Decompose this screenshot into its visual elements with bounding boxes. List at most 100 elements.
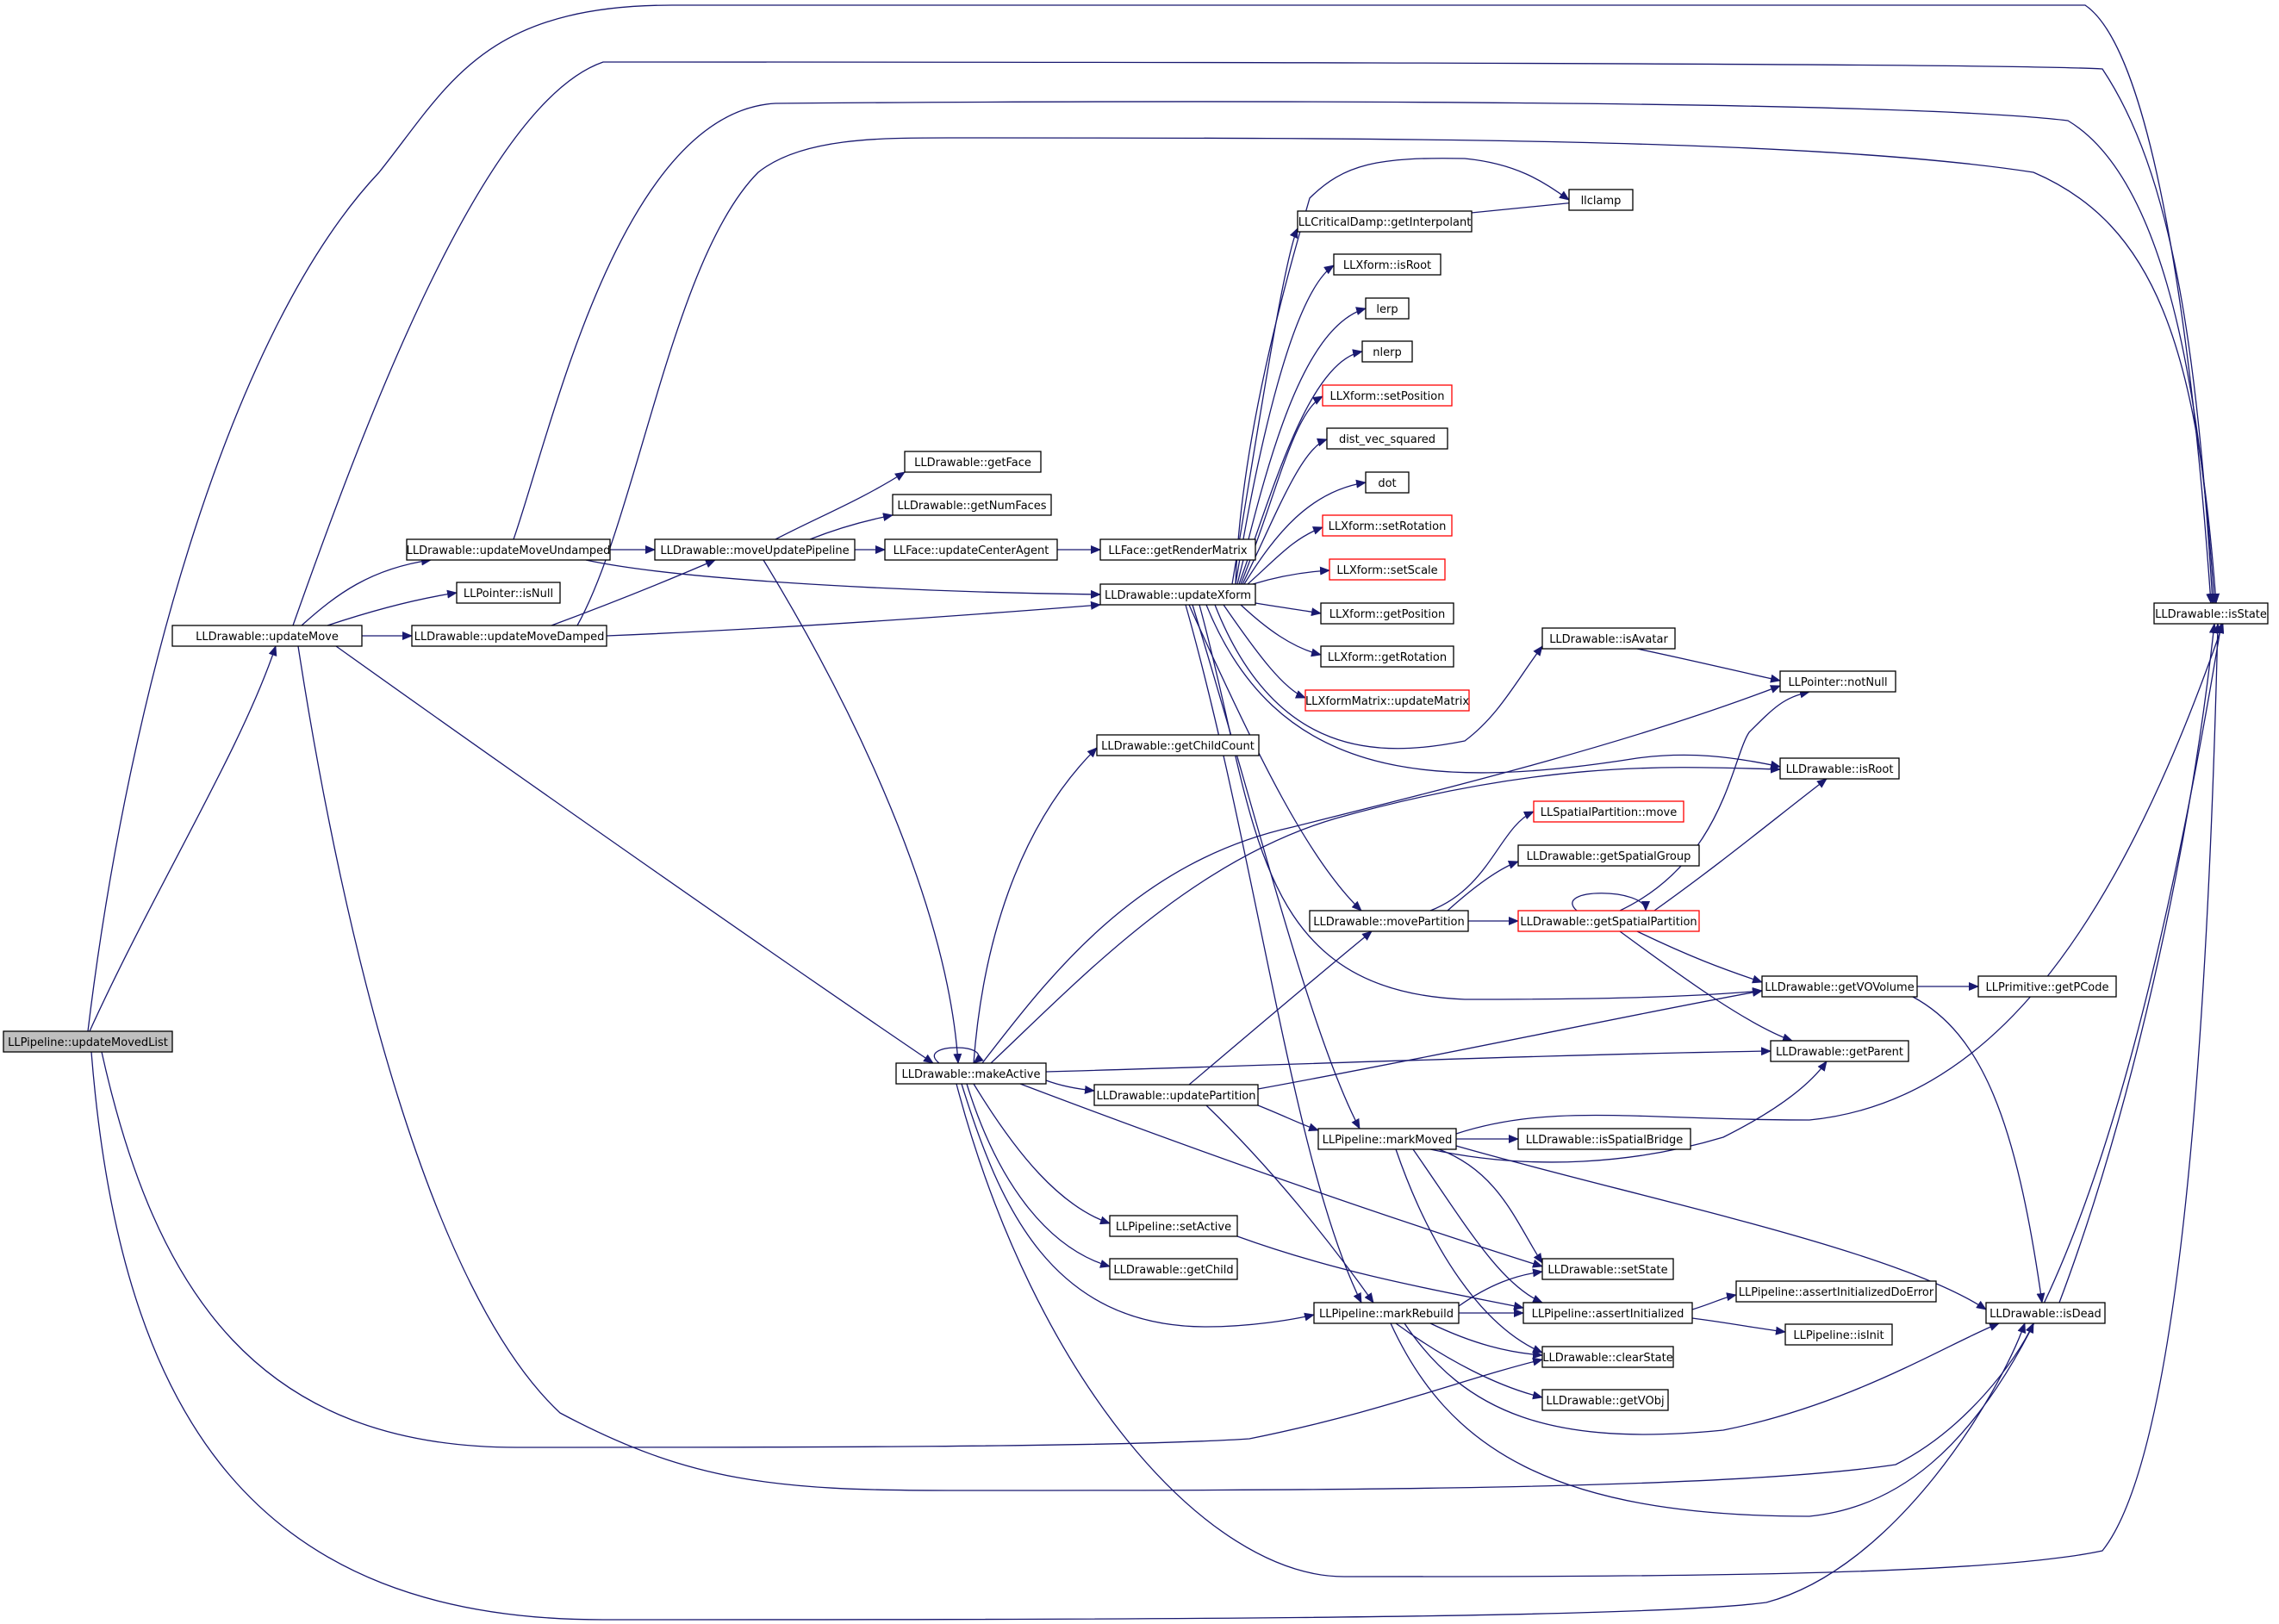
- edges: [87, 4, 2225, 1621]
- node-label: LLSpatialPartition::move: [1541, 806, 1678, 819]
- node-moveUpdatePipeline[interactable]: LLDrawable::moveUpdatePipeline: [654, 538, 856, 561]
- edge-updatePartition-to-markRebuild: [1205, 1104, 1374, 1304]
- node-box: [1320, 645, 1454, 668]
- edge-markRebuild-to-isState: [1390, 623, 2225, 1517]
- node-getChildCount[interactable]: LLDrawable::getChildCount: [1096, 734, 1260, 756]
- node-box: [884, 538, 1058, 561]
- edge-makeActive-to-setActive: [973, 1083, 1111, 1225]
- edge-updateMoveDamped-to-updateXform: [606, 600, 1101, 637]
- node-getRotation[interactable]: LLXform::getRotation: [1320, 645, 1454, 668]
- node-markRebuild[interactable]: LLPipeline::markRebuild: [1313, 1302, 1460, 1324]
- node-label: LLXform::getRotation: [1328, 651, 1447, 664]
- node-getSpatialGroup[interactable]: LLDrawable::getSpatialGroup: [1517, 844, 1700, 867]
- edge-getSpatialPartition-to-getVOVolume: [1636, 930, 1763, 984]
- node-distVecSquared[interactable]: dist_vec_squared: [1326, 427, 1448, 450]
- edge-updateXform-to-getVOVolume: [1199, 604, 1763, 1000]
- node-isInit[interactable]: LLPipeline::isInit: [1784, 1323, 1893, 1346]
- node-updateMoveUndamped[interactable]: LLDrawable::updateMoveUndamped: [406, 538, 611, 561]
- node-label: LLXform::getPosition: [1329, 608, 1445, 621]
- node-updatePartition[interactable]: LLDrawable::updatePartition: [1093, 1084, 1259, 1106]
- node-box: [1326, 427, 1448, 450]
- edge-updateXform-to-updateMatrix: [1223, 604, 1306, 699]
- node-updateXform[interactable]: LLDrawable::updateXform: [1099, 583, 1256, 606]
- node-getVObj[interactable]: LLDrawable::getVObj: [1541, 1389, 1669, 1411]
- node-markMoved[interactable]: LLPipeline::markMoved: [1317, 1128, 1457, 1150]
- edge-getVOVolume-to-isDead: [1912, 996, 2045, 1304]
- node-box: [1522, 1302, 1693, 1324]
- edge-updateXform-to-drawableIsRoot: [1205, 604, 1781, 774]
- node-nlerp[interactable]: nlerp: [1361, 340, 1413, 363]
- node-getRenderMatrix[interactable]: LLFace::getRenderMatrix: [1099, 538, 1256, 561]
- node-movePartition[interactable]: LLDrawable::movePartition: [1309, 910, 1469, 932]
- node-updateMove[interactable]: LLDrawable::updateMove: [171, 625, 363, 647]
- node-box: [654, 538, 856, 561]
- node-notNull[interactable]: LLPointer::notNull: [1779, 670, 1896, 693]
- node-box: [1099, 538, 1256, 561]
- node-setRotation[interactable]: LLXform::setRotation: [1322, 514, 1453, 537]
- edge-updateXform-to-setScale: [1252, 566, 1330, 585]
- node-getVOVolume[interactable]: LLDrawable::getVOVolume: [1761, 975, 1918, 998]
- node-label: LLDrawable::updateXform: [1105, 589, 1251, 602]
- node-drawableIsRoot[interactable]: LLDrawable::isRoot: [1779, 757, 1900, 780]
- node-setActive[interactable]: LLPipeline::setActive: [1109, 1215, 1238, 1237]
- node-box: [1317, 1128, 1457, 1150]
- node-box: [1322, 514, 1453, 537]
- node-setState[interactable]: LLDrawable::setState: [1541, 1258, 1674, 1280]
- node-box: [1333, 253, 1441, 276]
- node-isSpatialBridge[interactable]: LLDrawable::isSpatialBridge: [1517, 1128, 1691, 1150]
- node-box: [1541, 1346, 1674, 1368]
- node-isDead[interactable]: LLDrawable::isDead: [1985, 1302, 2106, 1324]
- edge-markRebuild-to-setState: [1458, 1268, 1543, 1307]
- nodes: LLPipeline::updateMovedListLLDrawable::u…: [3, 189, 2269, 1411]
- node-label: LLFace::updateCenterAgent: [894, 544, 1049, 557]
- node-setPosition[interactable]: LLXform::setPosition: [1322, 384, 1453, 407]
- node-label: LLDrawable::isState: [2155, 608, 2267, 621]
- node-getPCode[interactable]: LLPrimitive::getPCode: [1977, 975, 2117, 998]
- node-isState[interactable]: LLDrawable::isState: [2153, 602, 2269, 625]
- node-isNull[interactable]: LLPointer::isNull: [456, 582, 561, 604]
- edge-moveUpdatePipeline-to-getFace: [775, 471, 906, 540]
- node-label: LLDrawable::updateMove: [196, 631, 339, 644]
- node-label: dot: [1378, 477, 1396, 490]
- node-assertInitialized[interactable]: LLPipeline::assertInitialized: [1522, 1302, 1693, 1324]
- node-label: LLXformMatrix::updateMatrix: [1305, 695, 1469, 708]
- node-box: [1322, 384, 1453, 407]
- node-label: LLDrawable::getFace: [914, 457, 1031, 470]
- node-getSpatialPartition[interactable]: LLDrawable::getSpatialPartition: [1517, 910, 1700, 932]
- node-box: [1533, 800, 1684, 823]
- node-clearState[interactable]: LLDrawable::clearState: [1541, 1346, 1674, 1368]
- edge-updateXform-to-llclamp: [1235, 158, 1570, 585]
- node-label: LLDrawable::isDead: [1989, 1308, 2102, 1321]
- node-updateMovedList[interactable]: LLPipeline::updateMovedList: [3, 1030, 173, 1053]
- node-label: LLPipeline::setActive: [1116, 1221, 1231, 1234]
- node-getPosition[interactable]: LLXform::getPosition: [1320, 602, 1454, 625]
- node-getInterpolant[interactable]: LLCriticalDamp::getInterpolant: [1297, 210, 1473, 233]
- node-getParent[interactable]: LLDrawable::getParent: [1770, 1040, 1909, 1062]
- node-spatialMove[interactable]: LLSpatialPartition::move: [1533, 800, 1684, 823]
- node-setScale[interactable]: LLXform::setScale: [1329, 558, 1446, 581]
- node-xformIsRoot[interactable]: LLXform::isRoot: [1333, 253, 1441, 276]
- node-llclamp[interactable]: llclamp: [1568, 189, 1634, 211]
- edge-updateXform-to-xformIsRoot: [1235, 264, 1335, 585]
- edge-markRebuild-to-isDead: [1404, 1322, 2000, 1435]
- node-box: [1096, 734, 1260, 756]
- node-isAvatar[interactable]: LLDrawable::isAvatar: [1541, 627, 1676, 650]
- node-lerp[interactable]: lerp: [1365, 297, 1410, 320]
- node-box: [1779, 670, 1896, 693]
- node-box: [1361, 340, 1413, 363]
- node-getFace[interactable]: LLDrawable::getFace: [904, 451, 1042, 473]
- edge-makeActive-to-setState: [1019, 1083, 1543, 1268]
- node-getNumFaces[interactable]: LLDrawable::getNumFaces: [892, 494, 1052, 516]
- node-updateMoveDamped[interactable]: LLDrawable::updateMoveDamped: [411, 625, 607, 647]
- edge-updateMoveDamped-to-moveUpdatePipeline: [551, 559, 716, 626]
- node-assertInitializedDoError[interactable]: LLPipeline::assertInitializedDoError: [1735, 1280, 1937, 1303]
- edge-isDead-to-isState: [2058, 623, 2218, 1304]
- edge-updateMove-to-isDead: [297, 645, 2034, 1491]
- node-dot[interactable]: dot: [1365, 471, 1410, 494]
- node-makeActive[interactable]: LLDrawable::makeActive: [895, 1062, 1047, 1085]
- node-getChild[interactable]: LLDrawable::getChild: [1109, 1258, 1238, 1280]
- node-updateCenterAgent[interactable]: LLFace::updateCenterAgent: [884, 538, 1058, 561]
- node-updateMatrix[interactable]: LLXformMatrix::updateMatrix: [1305, 689, 1470, 712]
- node-label: LLDrawable::getNumFaces: [897, 500, 1046, 513]
- node-label: LLDrawable::getParent: [1776, 1046, 1903, 1059]
